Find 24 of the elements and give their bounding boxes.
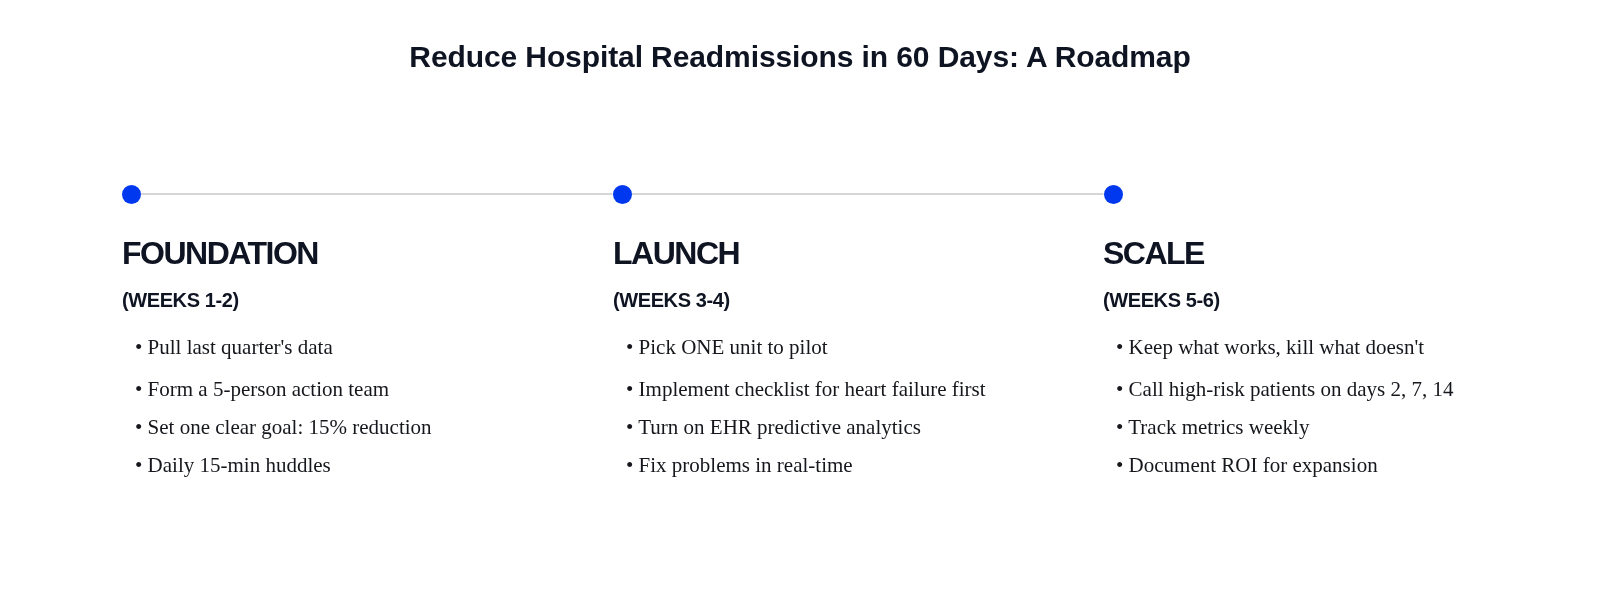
phase-heading: FOUNDATION: [122, 235, 318, 271]
list-item: • Fix problems in real-time: [626, 453, 853, 477]
timeline-dot-icon: [121, 184, 141, 204]
list-item: • Track metrics weekly: [1116, 415, 1310, 439]
list-item: • Document ROI for expansion: [1116, 453, 1378, 477]
list-item: • Set one clear goal: 15% reduction: [135, 415, 432, 439]
connector-line: [630, 193, 1105, 195]
timeline-dot-icon: [1103, 184, 1123, 204]
list-item: • Form a 5-person action team: [135, 377, 390, 401]
list-item: • Call high-risk patients on days 2, 7, 14: [1116, 377, 1454, 401]
list-item: • Turn on EHR predictive analytics: [626, 415, 921, 439]
week-range: (WEEKS 1-2): [122, 288, 239, 312]
list-item: • Pick ONE unit to pilot: [626, 335, 828, 359]
connector-line: [139, 193, 614, 195]
list-item: • Keep what works, kill what doesn't: [1116, 335, 1424, 359]
title: Reduce Hospital Readmissions in 60 Days: A Roadmap: [409, 40, 1191, 73]
list-item: • Pull last quarter's data: [135, 335, 333, 359]
week-range: (WEEKS 5-6): [1103, 288, 1220, 312]
timeline-dot-icon: [612, 184, 632, 204]
phase-heading: LAUNCH: [613, 235, 740, 271]
week-range: (WEEKS 3-4): [613, 288, 730, 312]
phase-heading: SCALE: [1103, 235, 1204, 271]
list-item: • Implement checklist for heart failure first: [626, 377, 986, 401]
list-item: • Daily 15-min huddles: [135, 453, 331, 477]
